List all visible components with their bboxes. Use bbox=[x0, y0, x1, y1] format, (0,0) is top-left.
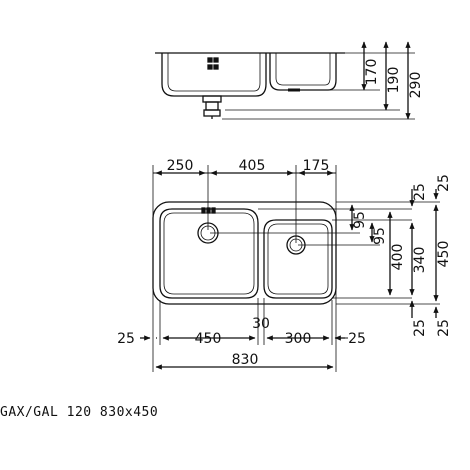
dim-25-left: 25 bbox=[117, 331, 135, 347]
sink-outline bbox=[152, 201, 337, 305]
overflow-icon bbox=[207, 57, 213, 63]
side-view bbox=[155, 41, 415, 120]
dim-405: 405 bbox=[239, 158, 266, 174]
dim-30: 30 bbox=[252, 316, 270, 332]
dim-95-b: 95 bbox=[372, 227, 388, 245]
dim-450-bowl: 450 bbox=[195, 331, 222, 347]
dim-400: 400 bbox=[390, 244, 406, 271]
dim-25-inner-bottom: 25 bbox=[412, 319, 428, 337]
side-dim-290: 290 bbox=[408, 72, 424, 99]
second-bowl bbox=[263, 219, 333, 299]
side-dim-190: 190 bbox=[386, 67, 402, 94]
dim-175: 175 bbox=[303, 158, 330, 174]
main-bowl bbox=[159, 208, 259, 299]
top-view bbox=[140, 165, 440, 372]
side-dim-170: 170 bbox=[364, 59, 380, 86]
dim-830: 830 bbox=[232, 352, 259, 368]
dim-340: 340 bbox=[412, 247, 428, 274]
dim-450-overall: 450 bbox=[436, 241, 452, 268]
dim-25-right: 25 bbox=[348, 331, 366, 347]
dim-25-inner-top: 25 bbox=[412, 183, 428, 201]
dim-25-outer-top: 25 bbox=[436, 174, 452, 192]
dim-300: 300 bbox=[285, 331, 312, 347]
model-caption: GAX/GAL 120 830x450 bbox=[0, 405, 159, 420]
dim-25-outer-bottom: 25 bbox=[436, 319, 452, 337]
dim-95-a: 95 bbox=[352, 211, 368, 229]
drain-waste-icon bbox=[202, 95, 222, 119]
dim-250: 250 bbox=[167, 158, 194, 174]
